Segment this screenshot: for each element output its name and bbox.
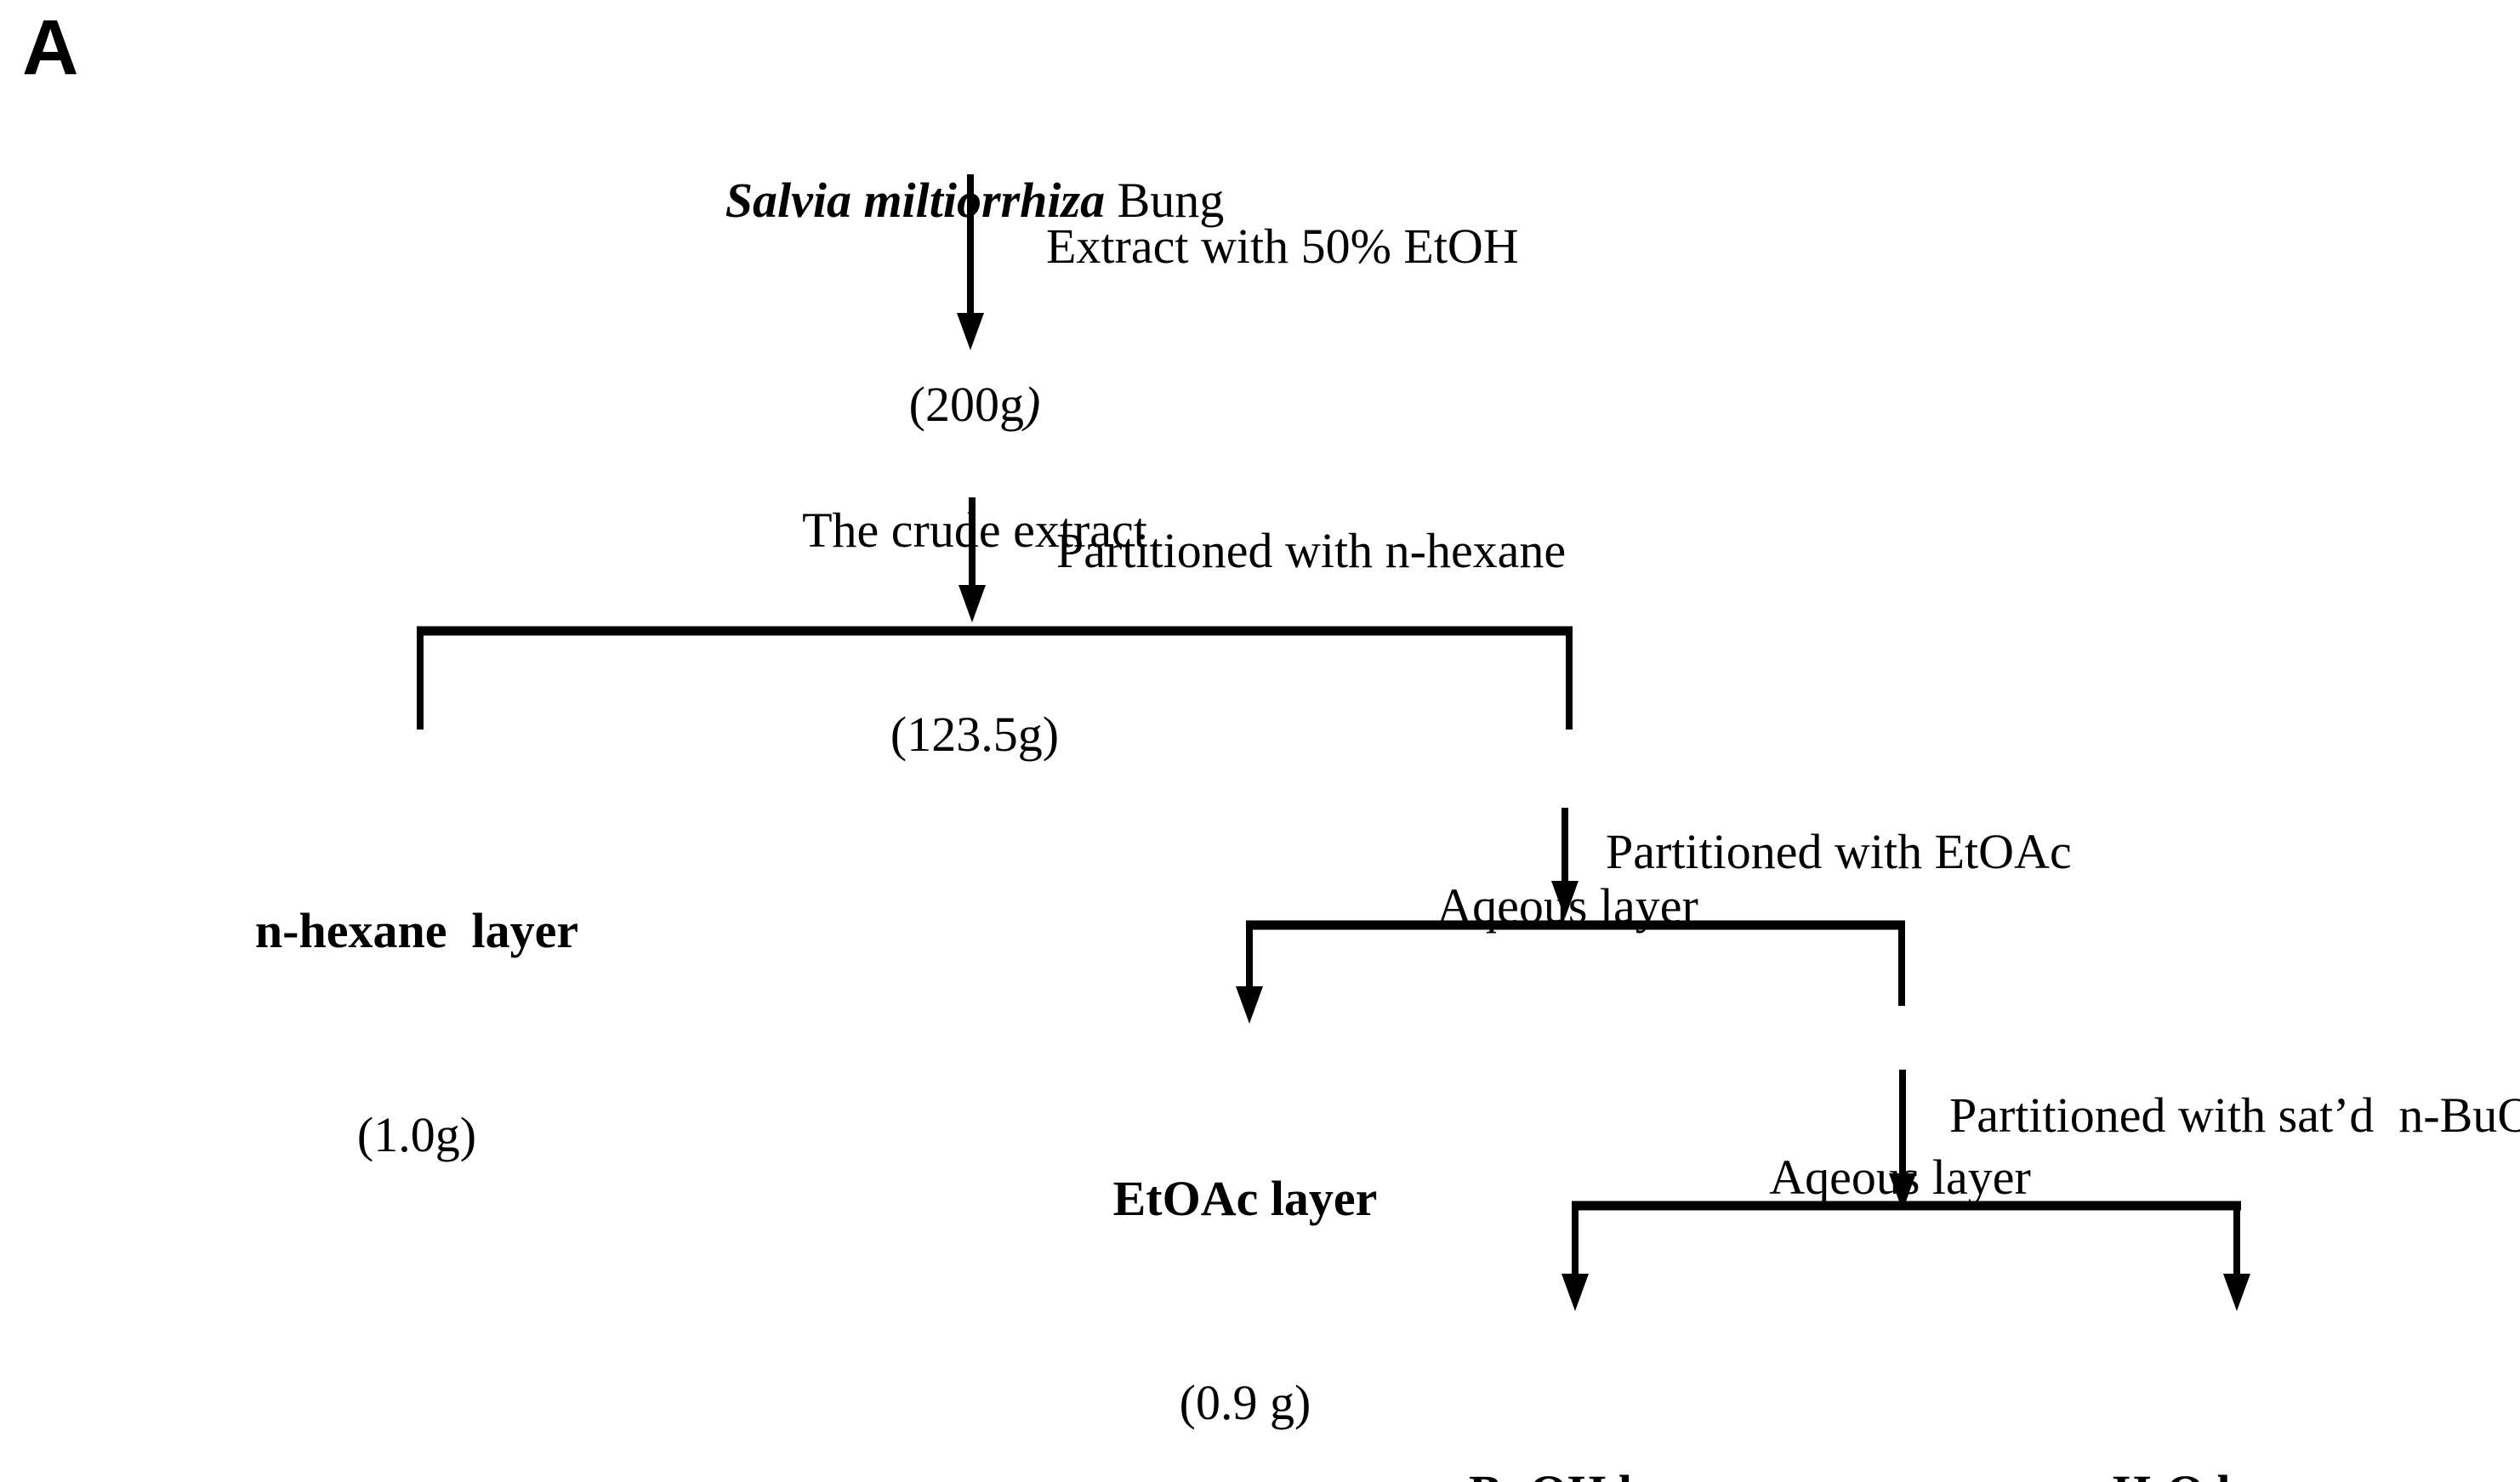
branch3-left-arrow (1561, 1201, 1589, 1311)
edge-extract-arrow (957, 174, 984, 350)
node-hexane-layer-mass: (1.0g) (356, 1107, 477, 1162)
node-etoac-layer-title: EtOAc layer (1112, 1171, 1378, 1226)
node-crude-extract-mass: (123.5g) (890, 707, 1060, 762)
node-aqueous-layer-1-title: Aqeous layer (1436, 878, 1698, 934)
node-source-mass-open: (200g (908, 377, 1024, 432)
edge-label-partition-buoh: Partitioned with sat’d n-BuOH (1949, 1087, 2520, 1143)
node-source-mass-close: ) (1023, 377, 1041, 432)
edge-partition-hexane-arrow (959, 497, 986, 622)
edge-label-extract: Extract with 50% EtOH (1046, 219, 1519, 274)
node-etoac-layer-mass: (0.9 g) (1179, 1375, 1311, 1430)
node-water-formula-pre: H (2113, 1465, 2151, 1482)
node-aqueous-layer-1: Aqeous layer (1436, 736, 1698, 1076)
edge-extract-arrowhead (957, 313, 984, 350)
node-source-title: Salvia miltiorrhiza Bung (725, 167, 1225, 235)
edge-partition-etoac-arrowhead (1551, 881, 1579, 918)
panel-label: A (22, 4, 79, 91)
branch3-right-arrow (2223, 1201, 2250, 1311)
node-water-layer: H2O layer (109.3 g) (2113, 1323, 2324, 1482)
node-source-species: Salvia miltiorrhiza (725, 173, 1106, 228)
node-hexane-layer-title: n-hexane layer (254, 903, 579, 958)
edge-partition-etoac-arrow (1551, 808, 1579, 918)
edge-label-partition-etoac: Partitioned with EtOAc (1606, 824, 2072, 879)
node-hexane-layer: n-hexane layer (1.0g) (255, 761, 578, 1305)
node-source-authority: Bung (1105, 173, 1225, 228)
node-source-mass: (200g) (725, 371, 1225, 439)
node-buoh-layer: n-BuOH layer (7.8 g) (1425, 1323, 1726, 1482)
node-etoac-layer: EtOAc layer (0.9 g) (1113, 1029, 1378, 1482)
edge-label-partition-hexane: Partitioned with n-hexane (1056, 523, 1567, 578)
node-buoh-layer-title: n-BuOH layer (1425, 1459, 1726, 1482)
edge-partition-hexane-arrowhead (959, 585, 986, 622)
node-crude-extract-title: The crude extract (802, 503, 1147, 558)
node-source: Salvia miltiorrhiza Bung (200g) (725, 31, 1225, 575)
node-aqueous-layer-2: Aqeous layer (1769, 1008, 2031, 1348)
branch2-left-arrow (1236, 921, 1263, 1024)
node-aqueous-layer-2-title: Aqeous layer (1769, 1150, 2031, 1205)
branch3-left-arrowhead (1561, 1274, 1589, 1311)
branch3-right-arrowhead (2223, 1274, 2250, 1311)
edge-partition-buoh-arrowhead (1889, 1173, 1916, 1211)
branch2-left-arrowhead (1236, 986, 1263, 1024)
node-water-layer-title: H2O layer (2113, 1459, 2324, 1482)
edge-partition-buoh-arrow (1889, 1070, 1916, 1211)
node-water-formula-post: O layer (2166, 1465, 2324, 1482)
node-crude-extract: The crude extract (123.5g) (802, 361, 1147, 905)
